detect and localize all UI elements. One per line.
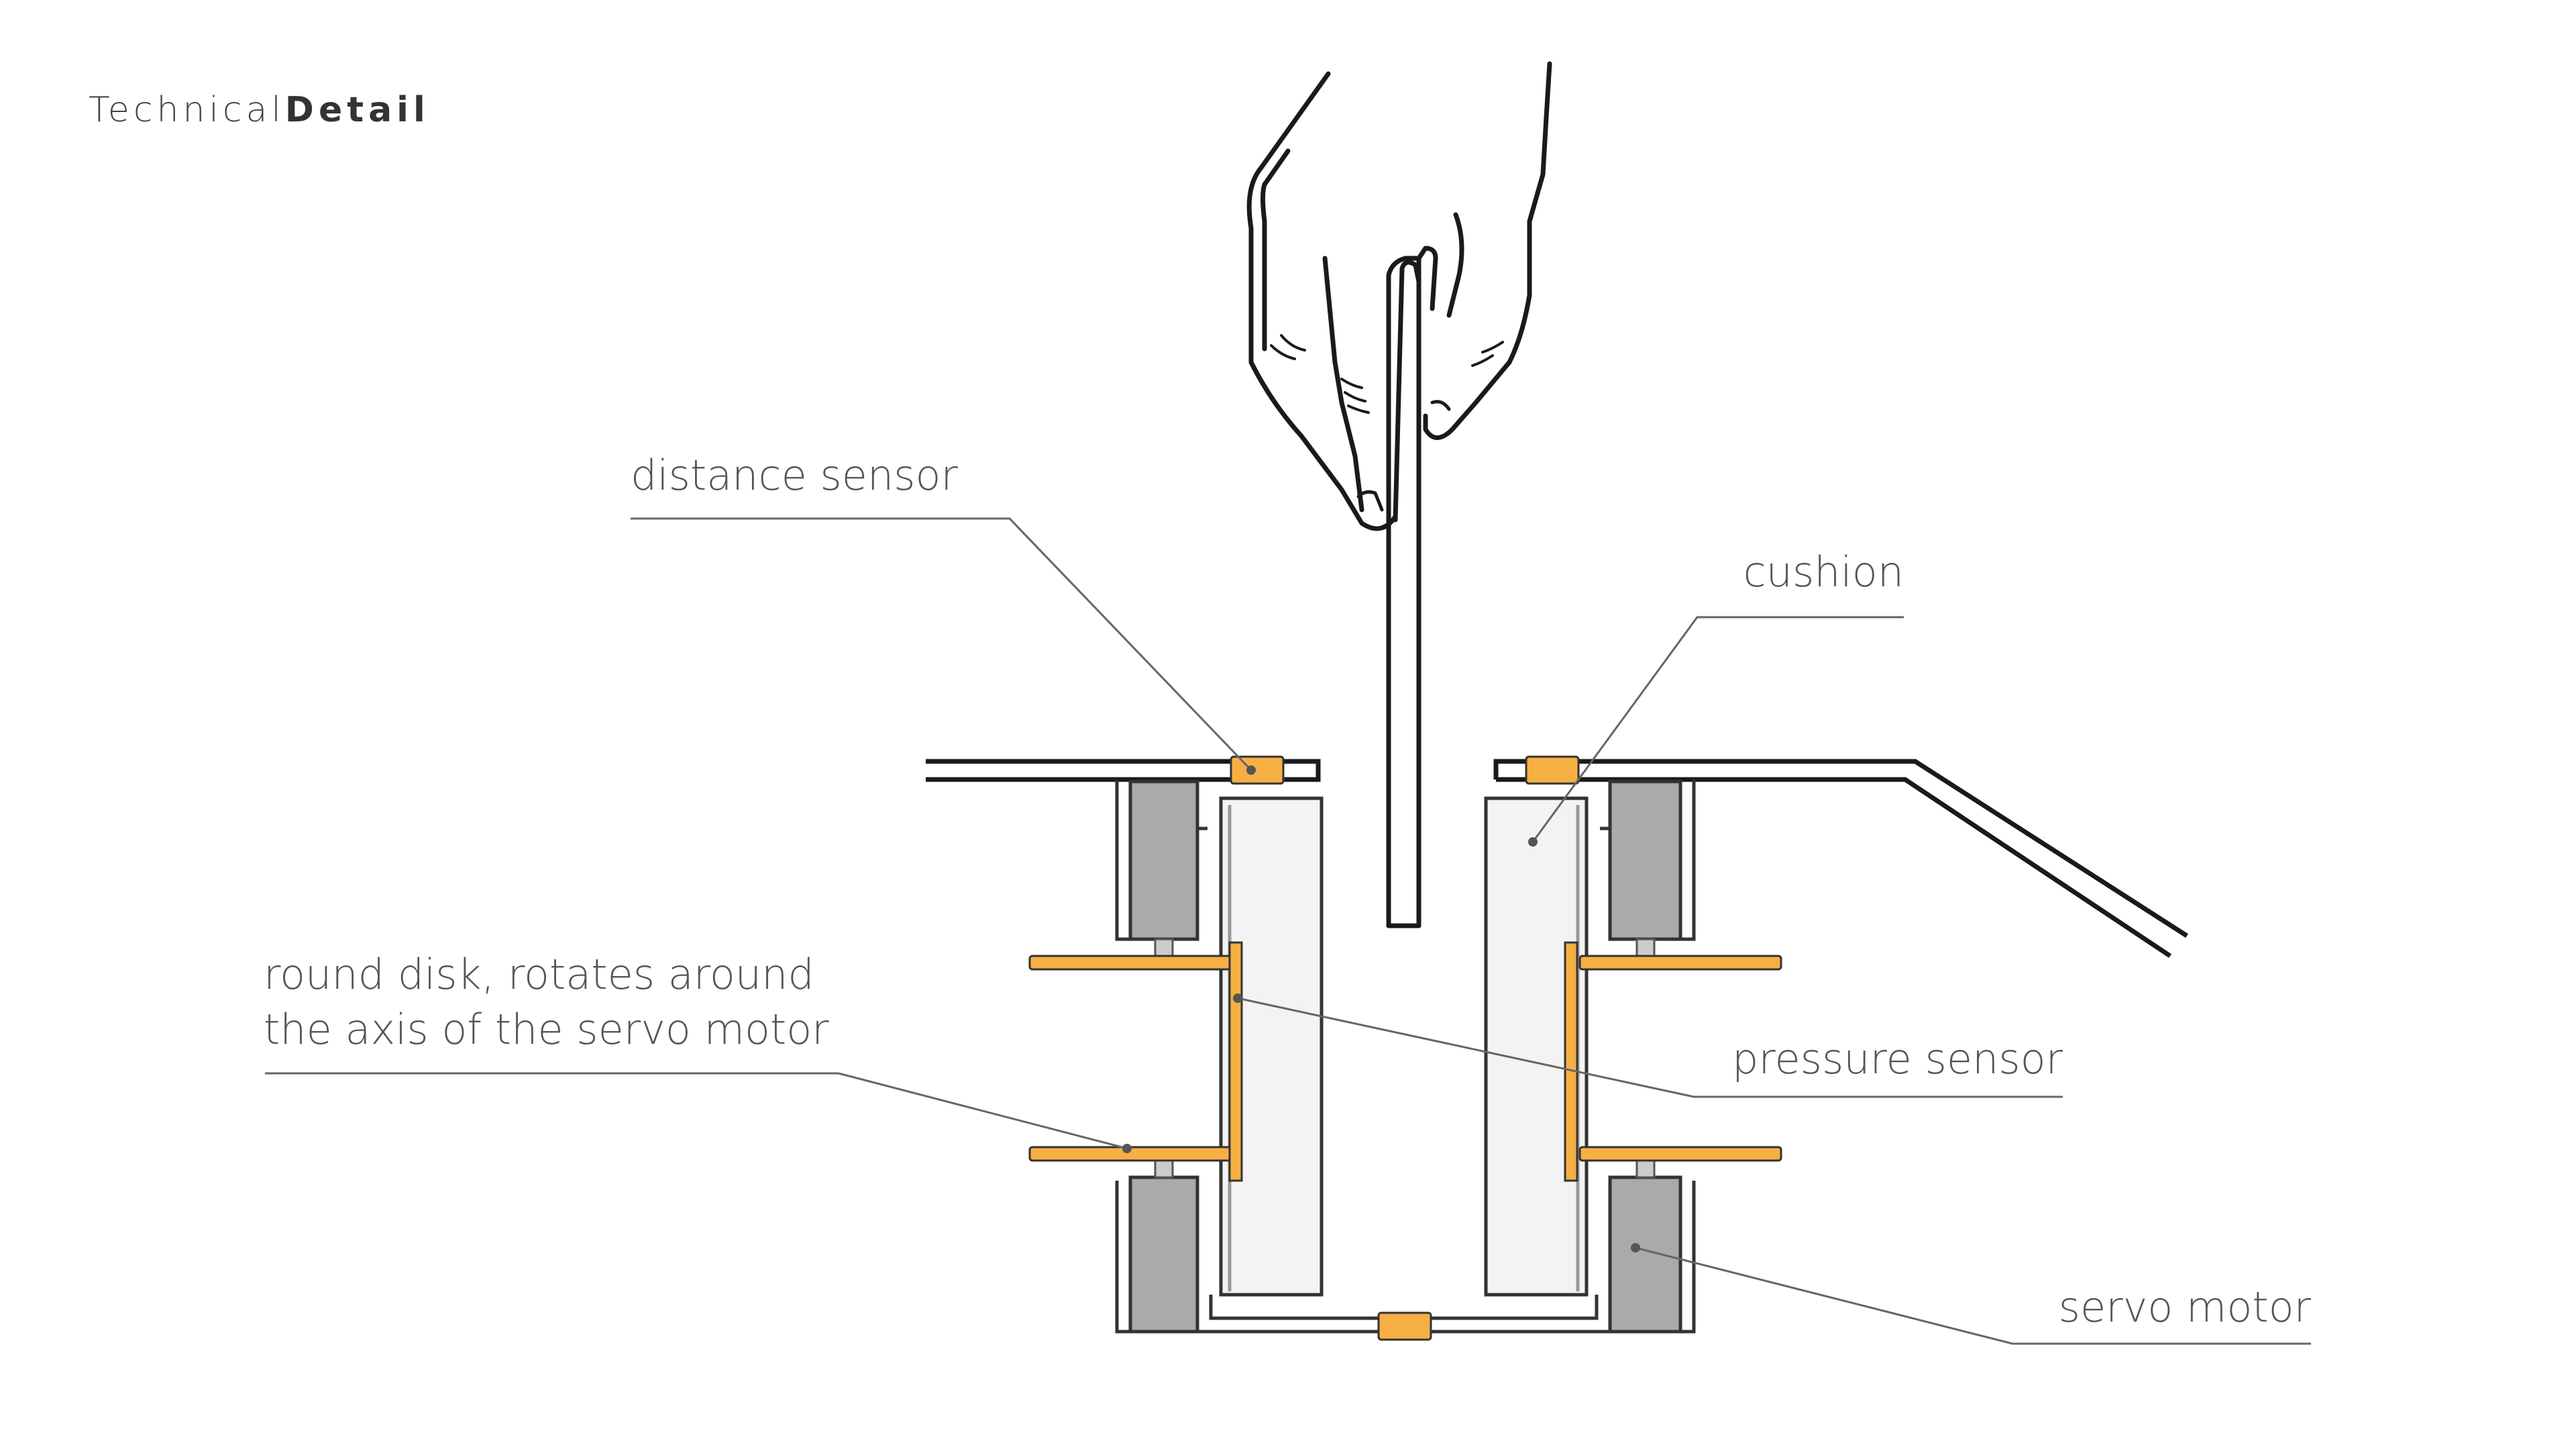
leader-servo-motor: [1635, 1246, 2311, 1345]
brand-title: TechnicalDetail: [89, 90, 430, 130]
servo-motor-right-top: [1608, 780, 1682, 941]
leader-round-disk: [265, 1072, 1128, 1150]
leader-dots: [1122, 765, 1640, 1252]
top-plate-left: [926, 759, 1321, 782]
round-disk-right-top: [1578, 955, 1782, 971]
leader-cushion: [1532, 616, 1904, 843]
servo-motor-left-top: [1128, 780, 1199, 941]
servo-motor-left-bottom: [1128, 1175, 1199, 1334]
brand-light: Technical: [89, 90, 285, 130]
pressure-sensor-right: [1564, 941, 1578, 1182]
brand-bold: Detail: [284, 90, 430, 130]
label-round-disk-line1: round disk, rotates around: [264, 950, 814, 999]
distance-sensor-bottom: [1377, 1311, 1432, 1341]
leader-pressure-sensor: [1237, 997, 2063, 1098]
servo-motor-right-bottom: [1608, 1175, 1682, 1334]
top-plate-right: [1493, 759, 2188, 958]
leader-lines: [265, 517, 2311, 1345]
round-disk-right-bottom: [1578, 1146, 1782, 1162]
label-round-disk-line2: the axis of the servo motor: [264, 1005, 829, 1054]
label-servo-motor: servo motor: [2058, 1283, 2311, 1332]
label-cushion: cushion: [1743, 547, 1904, 596]
servo-shafts: [1154, 938, 1656, 1179]
label-pressure-sensor: pressure sensor: [1732, 1034, 2063, 1083]
label-distance-sensor: distance sensor: [631, 451, 958, 500]
round-disk-left-top: [1028, 955, 1232, 971]
distance-sensor-right: [1525, 755, 1580, 785]
leader-distance-sensor: [631, 517, 1252, 771]
pressure-sensor-left: [1228, 941, 1243, 1182]
hand-holding-card-icon: [1246, 61, 1552, 928]
distance-sensor-left: [1230, 755, 1285, 785]
